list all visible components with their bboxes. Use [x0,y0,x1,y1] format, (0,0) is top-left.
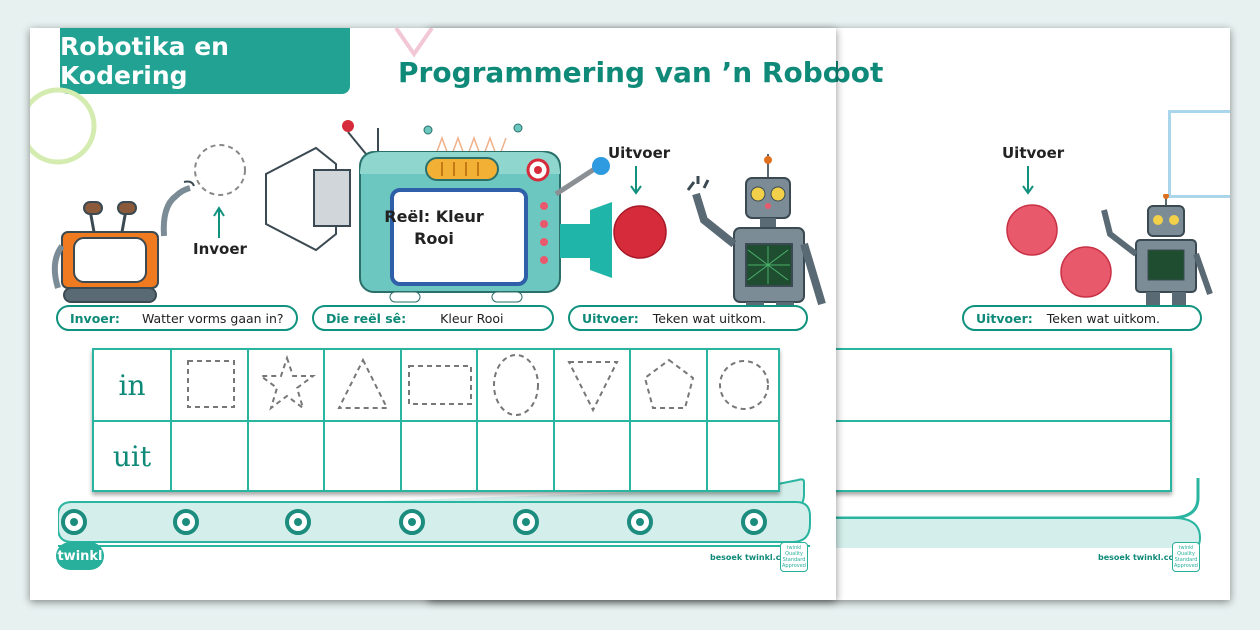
robot-illustration [686,154,826,326]
decor-square [1168,110,1230,198]
input-placeholder-circle [194,144,246,196]
grid-cell-out-2[interactable] [247,421,323,491]
grid-cell-out-3[interactable] [323,421,400,491]
grid-cell-in-6 [553,350,629,420]
grid-cell-in-5 [476,350,553,420]
section-tag: Robotika en Kodering [60,28,350,94]
info-box-invoer: Invoer: Watter vorms gaan in? [56,305,298,331]
rectangle-icon [408,365,472,405]
uitvoer-label-back: Uitvoer [1002,144,1065,162]
quality-badge-back: twinkl Quality Standard Approved [1172,542,1200,572]
info-box-invoer-key: Invoer: [70,310,120,326]
page-title: Programmering van ’n Robot [398,56,836,89]
machine-illustration [265,120,612,303]
grid-cell-in-4 [400,350,476,420]
grid-cell-in-3 [323,350,400,420]
decor-ring [30,87,97,165]
triangle-icon [337,357,389,409]
grid-cell-in-8 [706,350,778,420]
grid-row-uit: uit [94,421,778,491]
footer-url[interactable]: besoek twinkl.co.za [710,553,800,562]
twinkl-logo: twinkl [56,542,104,570]
info-box-rule-value: Kleur Rooi [440,310,504,326]
oval-icon [493,354,539,416]
small-robot-illustration [51,180,195,303]
grid-cell-in-7 [629,350,706,420]
grid-cell-out-5[interactable] [476,421,553,491]
circle-icon [719,360,769,410]
robot-illustration-back [1101,194,1213,312]
decor-lines [394,28,434,58]
arrow-up-icon [213,206,225,238]
footer-url-back[interactable]: besoek twinkl.co.za [1098,553,1188,562]
square-icon [187,360,235,408]
quality-badge: twinkl Quality Standard Approved [780,542,808,572]
info-box-rule-key: Die reël sê: [326,310,407,326]
row-label-in: in [118,368,146,402]
output-red-circle [613,205,667,259]
machine-screen-line2: Rooi [414,229,454,248]
grid-cell-in-1 [170,350,247,420]
info-box-uitvoer: Uitvoer: Teken wat uitkom. [568,305,808,331]
star-icon [258,354,316,411]
output-circles [1006,204,1112,298]
row-label-uit: uit [112,439,152,473]
machine-screen-text: Reël: Kleur Rooi [370,206,498,250]
arrow-down-icon [630,166,642,195]
inverted-triangle-icon [567,361,619,413]
info-box-rule: Die reël sê: Kleur Rooi [312,305,554,331]
pentagon-icon [643,358,695,409]
arrow-down-icon [1022,166,1034,195]
grid-cell-out-8[interactable] [706,421,778,491]
uitvoer-label: Uitvoer [608,144,671,162]
machine-screen-line1: Reël: Kleur [384,207,484,226]
grid-cell-out-4[interactable] [400,421,476,491]
info-box-uitvoer-key: Uitvoer: [582,310,639,326]
grid-cell-out-1[interactable] [170,421,247,491]
info-box-uitvoer-key-back: Uitvoer: [976,310,1033,326]
grid-cell-out-7[interactable] [629,421,706,491]
grid-cell-out-6[interactable] [553,421,629,491]
grid-row-in: in [94,350,778,422]
worksheet-preview-front: Robotika en Kodering Programmering van ’… [30,28,836,600]
info-box-uitvoer-value-back: Teken wat uitkom. [1046,310,1161,326]
info-box-uitvoer-back: Uitvoer: Teken wat uitkom. [962,305,1202,331]
info-box-invoer-value: Watter vorms gaan in? [141,310,284,326]
shape-grid: in [92,348,780,492]
info-box-uitvoer-value: Teken wat uitkom. [652,310,767,326]
grid-cell-in-2 [247,350,323,420]
invoer-label: Invoer [193,240,247,258]
